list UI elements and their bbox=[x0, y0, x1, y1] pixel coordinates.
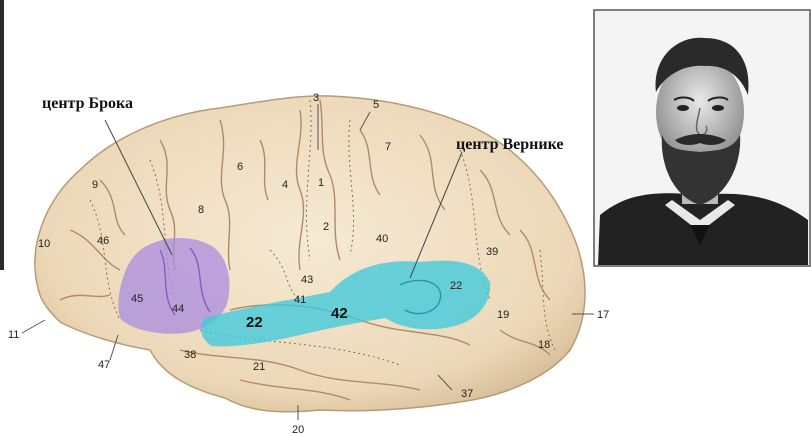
area-label: 40 bbox=[376, 233, 388, 245]
area-label: 3 bbox=[313, 92, 319, 104]
area-label: 1 bbox=[318, 177, 324, 189]
area-label: 42 bbox=[331, 305, 348, 322]
area-label: 8 bbox=[198, 204, 204, 216]
area-label: 4 bbox=[282, 179, 288, 191]
broca-label: центр Брока bbox=[42, 95, 133, 112]
wernicke-label: центр Вернике bbox=[456, 136, 564, 153]
area-label: 38 bbox=[184, 349, 196, 361]
area-label: 5 bbox=[373, 99, 379, 111]
area-label: 2 bbox=[323, 221, 329, 233]
area-label: 21 bbox=[253, 361, 265, 373]
area-label: 17 bbox=[597, 309, 609, 321]
area-label: 19 bbox=[497, 309, 509, 321]
area-label: 18 bbox=[538, 339, 550, 351]
area-label: 22 bbox=[246, 314, 263, 331]
area-label: 37 bbox=[461, 388, 473, 400]
area-label: 11 bbox=[8, 329, 19, 341]
portrait-photo bbox=[594, 10, 810, 266]
area-label: 20 bbox=[292, 424, 304, 436]
area-label: 44 bbox=[172, 303, 184, 315]
area-label: 46 bbox=[97, 235, 109, 247]
area-label: 9 bbox=[92, 179, 98, 191]
area-label: 47 bbox=[98, 359, 110, 371]
area-label: 41 bbox=[294, 294, 306, 306]
area-label: 22 bbox=[450, 280, 462, 292]
left-edge-strip bbox=[0, 0, 4, 270]
area-label: 10 bbox=[38, 238, 50, 250]
area-label: 43 bbox=[301, 274, 313, 286]
area-label: 6 bbox=[237, 161, 243, 173]
area-label: 45 bbox=[131, 293, 143, 305]
area-label: 39 bbox=[486, 246, 498, 258]
area-label: 7 bbox=[385, 141, 391, 153]
